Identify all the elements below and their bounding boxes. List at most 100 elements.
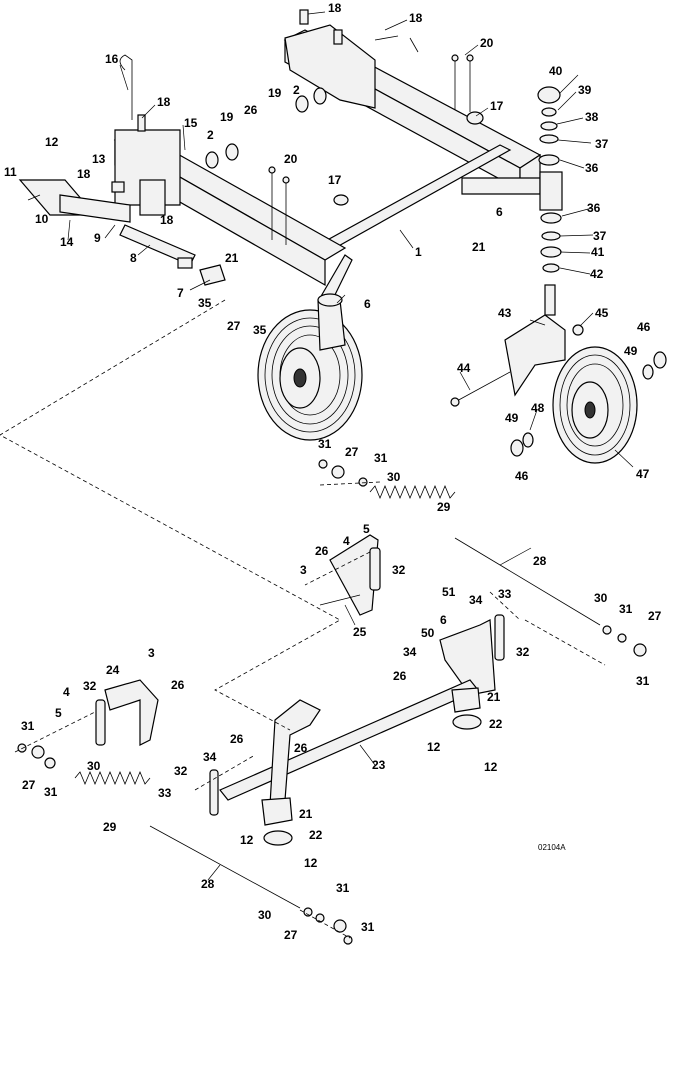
callout-31: 31: [361, 920, 375, 934]
callout-44: 44: [457, 361, 471, 375]
callout-4: 4: [63, 685, 70, 699]
callout-32: 32: [392, 563, 406, 577]
callout-2: 2: [207, 128, 214, 142]
callout-26: 26: [315, 544, 329, 558]
callout-23: 23: [372, 758, 386, 772]
callout-3: 3: [148, 646, 155, 660]
callout-12: 12: [427, 740, 441, 754]
callout-26: 26: [294, 741, 308, 755]
callout-26: 26: [171, 678, 185, 692]
callout-5: 5: [55, 706, 62, 720]
callout-19: 19: [268, 86, 282, 100]
callout-22: 22: [489, 717, 503, 731]
callout-21: 21: [225, 251, 239, 265]
callout-19: 19: [220, 110, 234, 124]
callout-6: 6: [364, 297, 371, 311]
callout-35: 35: [198, 296, 212, 310]
callout-30: 30: [387, 470, 401, 484]
callout-3: 3: [300, 563, 307, 577]
callout-12: 12: [304, 856, 318, 870]
callout-46: 46: [515, 469, 529, 483]
callout-34: 34: [403, 645, 417, 659]
callout-13: 13: [92, 152, 106, 166]
callout-16: 16: [105, 52, 119, 66]
drawing-code: 02104A: [538, 843, 566, 852]
callout-26: 26: [244, 103, 258, 117]
frame-bolts: [268, 9, 484, 245]
callout-17: 17: [490, 99, 504, 113]
callout-12: 12: [45, 135, 59, 149]
callout-4: 4: [343, 534, 350, 548]
callout-18: 18: [160, 213, 174, 227]
callout-31: 31: [374, 451, 388, 465]
callout-37: 37: [593, 229, 607, 243]
linkage-assembly: [17, 459, 647, 945]
callout-30: 30: [258, 908, 272, 922]
callout-31: 31: [44, 785, 58, 799]
callout-10: 10: [35, 212, 49, 226]
callout-34: 34: [203, 750, 217, 764]
callout-31: 31: [21, 719, 35, 733]
callout-27: 27: [648, 609, 662, 623]
callout-leaders: [27, 11, 634, 881]
right-caster-assembly: [450, 86, 667, 464]
callout-15: 15: [184, 116, 198, 130]
callout-26: 26: [393, 669, 407, 683]
callout-18: 18: [328, 1, 342, 15]
callout-40: 40: [549, 64, 563, 78]
callout-24: 24: [106, 663, 120, 677]
callout-labels: 18 18 20 16 18 15 19 26 2 19 2 17 40 39 …: [4, 1, 662, 942]
callout-1: 1: [415, 245, 422, 259]
callout-20: 20: [480, 36, 494, 50]
callout-18: 18: [77, 167, 91, 181]
callout-6: 6: [440, 613, 447, 627]
callout-6: 6: [496, 205, 503, 219]
callout-28: 28: [533, 554, 547, 568]
callout-28: 28: [201, 877, 215, 891]
callout-50: 50: [421, 626, 435, 640]
callout-27: 27: [22, 778, 36, 792]
callout-48: 48: [531, 401, 545, 415]
callout-43: 43: [498, 306, 512, 320]
callout-20: 20: [284, 152, 298, 166]
callout-35: 35: [253, 323, 267, 337]
callout-46: 46: [637, 320, 651, 334]
callout-47: 47: [636, 467, 650, 481]
callout-31: 31: [636, 674, 650, 688]
callout-27: 27: [284, 928, 298, 942]
callout-49: 49: [624, 344, 638, 358]
callout-21: 21: [299, 807, 313, 821]
callout-25: 25: [353, 625, 367, 639]
callout-33: 33: [158, 786, 172, 800]
callout-21: 21: [487, 690, 501, 704]
callout-9: 9: [94, 231, 101, 245]
callout-12: 12: [240, 833, 254, 847]
callout-51: 51: [442, 585, 456, 599]
callout-29: 29: [103, 820, 117, 834]
callout-34: 34: [469, 593, 483, 607]
callout-5: 5: [363, 522, 370, 536]
callout-31: 31: [619, 602, 633, 616]
callout-26: 26: [230, 732, 244, 746]
main-frame: [113, 24, 542, 306]
hitch-assembly: [18, 54, 327, 286]
callout-7: 7: [177, 286, 184, 300]
callout-27: 27: [345, 445, 359, 459]
left-caster-wheel: [257, 293, 363, 441]
callout-12: 12: [484, 760, 498, 774]
callout-11: 11: [4, 165, 17, 179]
dashed-reference-lines: [0, 299, 606, 939]
callout-29: 29: [437, 500, 451, 514]
callout-18: 18: [157, 95, 171, 109]
callout-22: 22: [309, 828, 323, 842]
callout-32: 32: [83, 679, 97, 693]
callout-32: 32: [174, 764, 188, 778]
callout-45: 45: [595, 306, 609, 320]
callout-49: 49: [505, 411, 519, 425]
callout-14: 14: [60, 235, 74, 249]
callout-42: 42: [590, 267, 604, 281]
callout-18: 18: [409, 11, 423, 25]
callout-21: 21: [472, 240, 486, 254]
callout-37: 37: [595, 137, 609, 151]
